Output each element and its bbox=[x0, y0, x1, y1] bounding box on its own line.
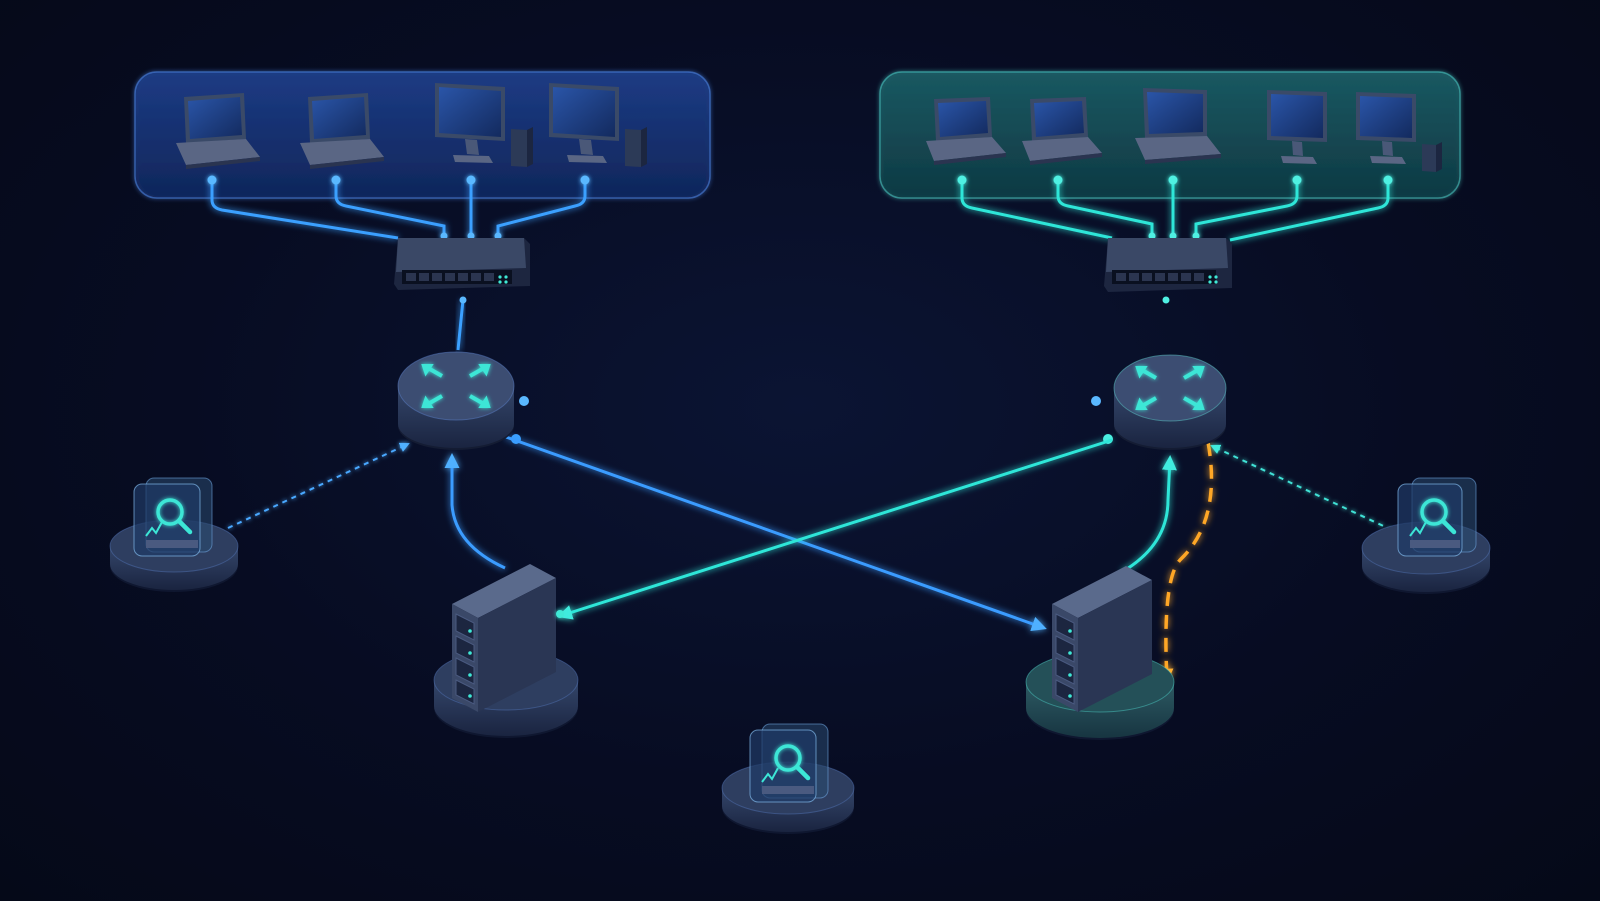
ethernet-switch-icon bbox=[394, 238, 530, 290]
link-router-right-server-right-failover bbox=[1159, 441, 1214, 683]
magnifier-analytics-icon bbox=[749, 723, 829, 803]
magnifier-analytics-icon bbox=[1397, 477, 1477, 557]
link-router-left-server-right bbox=[505, 435, 1047, 632]
left-access-link-dots bbox=[207, 175, 590, 240]
server-rack-icon bbox=[1052, 566, 1152, 712]
router-arrows-icon bbox=[421, 364, 491, 408]
router-right[interactable] bbox=[1113, 354, 1227, 450]
ethernet-switch-icon bbox=[1104, 238, 1232, 292]
desktop-monitor-icon[interactable] bbox=[549, 83, 647, 167]
server-right[interactable] bbox=[1025, 566, 1175, 740]
switch-router-link-left bbox=[456, 299, 465, 351]
switch-right[interactable] bbox=[1104, 238, 1232, 292]
link-dot bbox=[1091, 396, 1101, 406]
monitor-bottom[interactable] bbox=[721, 723, 855, 834]
link-router-right-server-left bbox=[557, 438, 1113, 620]
link-server-left-router-left bbox=[444, 453, 506, 570]
desktop-monitor-icon[interactable] bbox=[435, 83, 533, 167]
router-left[interactable] bbox=[397, 351, 515, 450]
switch-left[interactable] bbox=[394, 238, 530, 290]
link-monitor-right-router-right bbox=[1210, 444, 1393, 531]
laptop-icon[interactable] bbox=[1135, 88, 1221, 164]
laptop-icon[interactable] bbox=[926, 97, 1006, 165]
monitor-left[interactable] bbox=[109, 477, 239, 592]
switch-left-uplink-dot bbox=[459, 296, 467, 304]
desktop-monitor-icon[interactable] bbox=[1356, 92, 1442, 172]
right-access-links bbox=[960, 180, 1390, 242]
desktop-monitor-icon[interactable] bbox=[1267, 90, 1327, 164]
link-server-right-router-right bbox=[1121, 455, 1177, 574]
switch-right-uplink-dot bbox=[1162, 296, 1170, 304]
left-access-links bbox=[210, 180, 587, 240]
link-monitor-left-router-left bbox=[227, 442, 410, 529]
server-left[interactable] bbox=[433, 564, 579, 738]
magnifier-analytics-icon bbox=[133, 477, 213, 557]
laptop-icon[interactable] bbox=[300, 93, 384, 169]
right-access-link-dots bbox=[957, 175, 1393, 240]
monitor-right[interactable] bbox=[1361, 477, 1491, 594]
laptop-icon[interactable] bbox=[176, 93, 260, 169]
server-rack-icon bbox=[452, 564, 564, 712]
laptop-icon[interactable] bbox=[1022, 97, 1102, 165]
router-arrows-icon bbox=[1135, 366, 1205, 410]
link-dot bbox=[519, 396, 529, 406]
